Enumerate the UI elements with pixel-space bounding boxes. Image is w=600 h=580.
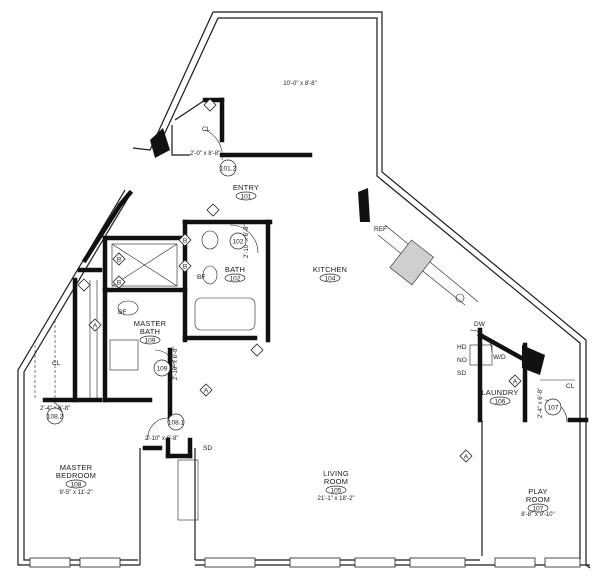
interior-walls: [42, 97, 589, 556]
svg-text:B: B: [183, 263, 187, 270]
svg-text:A: A: [513, 378, 518, 385]
washer-dryer-label: W/D: [493, 354, 506, 361]
windows-south: [29, 557, 581, 568]
play-room-dims: 8'-8" x 9'-10": [521, 512, 555, 518]
marker-b-2: B: [112, 275, 126, 289]
play-room-label-1: PLAY: [528, 487, 547, 496]
master-bedroom-dims: 9'-5" x 11'-2": [59, 490, 92, 496]
door-tag-107: 107: [548, 405, 559, 412]
master-vanity: [109, 339, 139, 371]
kitchen-label: KITCHEN: [313, 265, 347, 274]
master-toilet: [117, 300, 139, 316]
kitchen-number: 104: [325, 276, 336, 283]
marker-a-4: A: [508, 374, 522, 388]
closet-door-dims: 2'-0" x 8'-8": [190, 151, 220, 157]
play-room-door-dims: 2'-4" x 6'-8": [538, 388, 544, 418]
hairlines: [34, 280, 575, 398]
door-tags: 101.2 102 109 108.1 108.2 107: [46, 159, 562, 431]
laundry-label: LAUNDRY: [481, 388, 518, 397]
smoke-detector-label: SD: [203, 445, 212, 452]
svg-text:A: A: [464, 453, 469, 460]
marker-a-1: A: [199, 383, 213, 397]
marker-closet: [203, 98, 217, 112]
no-label: NO: [457, 357, 467, 364]
sink: [201, 230, 219, 250]
svg-text:B: B: [117, 256, 121, 263]
closet-label-play: CL: [566, 383, 575, 390]
bath-door-dims: 2'-10" x 6'-8": [244, 224, 250, 258]
bath-number: 102: [230, 276, 241, 283]
door-tag-108-1: 108.1: [168, 420, 185, 427]
marker-a-3: A: [459, 449, 473, 463]
closet-label-entry: CL: [202, 126, 211, 133]
master-bedroom-label-2: BEDROOM: [56, 471, 96, 480]
master-bath-door-dims: 2'-10" x 6'-8": [173, 346, 179, 380]
closet-label-bedroom: CL: [52, 360, 61, 367]
bath-fixtures: [109, 230, 256, 521]
play-room-number: 107: [533, 506, 544, 513]
bath-label: BATH: [225, 265, 245, 274]
master-bath-number: 109: [145, 338, 156, 345]
living-room-label-1: LIVING: [323, 469, 349, 478]
svg-text:B: B: [183, 237, 187, 244]
master-bath-fan-label: BF: [118, 309, 126, 316]
dishwasher-label: DW: [474, 321, 486, 328]
play-room-label-2: ROOM: [526, 495, 550, 504]
master-bath-label-2: BATH: [140, 327, 160, 336]
room-labels: 10'-0" x 8'-8" ENTRY 101 KITCHEN 104 BAT…: [56, 81, 555, 518]
marker-b-1: B: [112, 252, 126, 266]
bedroom-door-dims: 2'-10" x 6'-8": [145, 436, 179, 442]
shower: [111, 243, 178, 287]
toilet: [202, 265, 218, 285]
door-tag-101-2: 101.2: [220, 166, 237, 173]
door-tag-109: 109: [157, 366, 168, 373]
living-room-dims: 21'-1" x 18'-2": [318, 496, 355, 502]
master-bath-label-1: MASTER: [134, 319, 167, 328]
svg-text:B: B: [117, 279, 121, 286]
door-swings: [44, 129, 568, 441]
entry-number: 101: [241, 194, 252, 201]
marker-b-4: B: [178, 259, 192, 273]
terrace-dimensions: 10'-0" x 8'-8": [283, 81, 317, 87]
smoke-detector-laundry-label: SD: [457, 370, 466, 377]
fixture-labels: CL CL CL REF DW W/D BF BF SD HD SD NO: [52, 126, 575, 452]
laundry-number: 106: [495, 399, 506, 406]
master-bedroom-label-1: MASTER: [60, 463, 93, 472]
marker-bedroom-left: [77, 278, 91, 292]
door-tag-102: 102: [233, 239, 244, 246]
marker-a-2: A: [88, 318, 102, 332]
svg-text:A: A: [204, 387, 209, 394]
heat-detector-label: HD: [457, 344, 467, 351]
bath-fan-label: BF: [197, 274, 205, 281]
section-markers: A A A A B B B B: [77, 98, 522, 463]
door-tag-108-2: 108.2: [47, 414, 64, 421]
kitchen-counter: [377, 224, 493, 366]
bathtub: [194, 297, 256, 331]
entry-label: ENTRY: [233, 183, 259, 192]
living-room-label-2: ROOM: [324, 477, 348, 486]
marker-b-3: B: [178, 233, 192, 247]
master-bedroom-number: 108: [71, 482, 82, 489]
marker-entry: [206, 203, 220, 217]
refrigerator-label: REF: [374, 226, 387, 233]
living-room-number: 105: [331, 488, 342, 495]
marker-bath-low: [250, 343, 264, 357]
svg-text:A: A: [93, 322, 98, 329]
